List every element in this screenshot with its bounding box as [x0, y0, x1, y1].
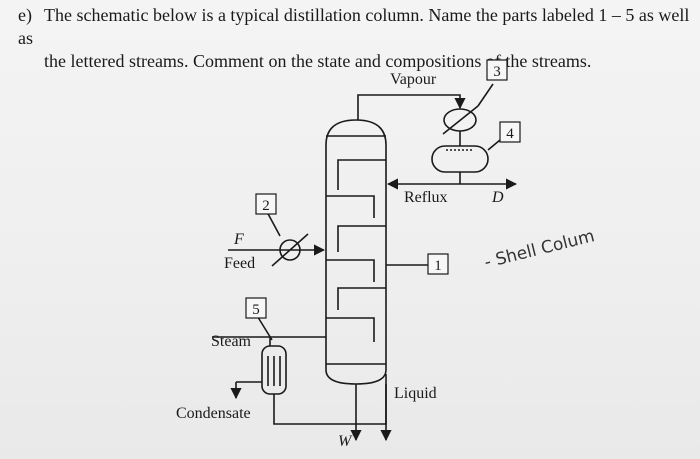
steam-label: Steam [211, 333, 252, 350]
bottoms-return-line [273, 384, 387, 425]
label-box-4 [499, 121, 521, 143]
tray-4 [326, 259, 375, 282]
question-text: e)The schematic below is a typical disti… [18, 4, 690, 73]
label-box-3 [486, 59, 508, 81]
question-line-1: e)The schematic below is a typical disti… [18, 4, 690, 50]
reflux-label: Reflux [404, 189, 448, 206]
question-line-2: the lettered streams. Comment on the sta… [44, 51, 592, 71]
box-4-number: 4 [506, 126, 514, 142]
label-box-5 [245, 297, 267, 319]
bottoms-label: W [338, 433, 353, 450]
condenser-slash [442, 105, 479, 135]
tray-5 [337, 287, 386, 310]
feed-valve-slash [271, 233, 309, 267]
box-2-number: 2 [262, 198, 270, 214]
drum-pointer-4 [487, 139, 501, 151]
tray-1 [337, 159, 386, 190]
distillate-label: D [491, 189, 504, 206]
box-5-number: 5 [252, 302, 260, 318]
condenser-pointer-3 [477, 83, 494, 107]
vapour-label: Vapour [390, 71, 437, 88]
tray-3 [337, 225, 386, 252]
feed-letter-label: F [233, 231, 244, 248]
label-box-1 [427, 253, 449, 275]
tray-6 [326, 317, 375, 342]
question-label: e) [18, 5, 32, 25]
feed-label: Feed [224, 255, 255, 272]
liquid-label: Liquid [394, 385, 437, 402]
label-box-2 [255, 193, 277, 215]
feed-valve [279, 239, 301, 261]
column-shell [325, 119, 387, 385]
vapour-line [357, 94, 466, 120]
box-1-number: 1 [434, 258, 442, 274]
box-3-number: 3 [493, 64, 501, 80]
tray-2 [326, 195, 375, 218]
question-sentence-1: The schematic below is a typical distill… [18, 5, 690, 48]
condensate-label: Condensate [176, 405, 251, 422]
column-trays [326, 159, 386, 342]
handwritten-note: - Shell Colum [482, 226, 596, 273]
